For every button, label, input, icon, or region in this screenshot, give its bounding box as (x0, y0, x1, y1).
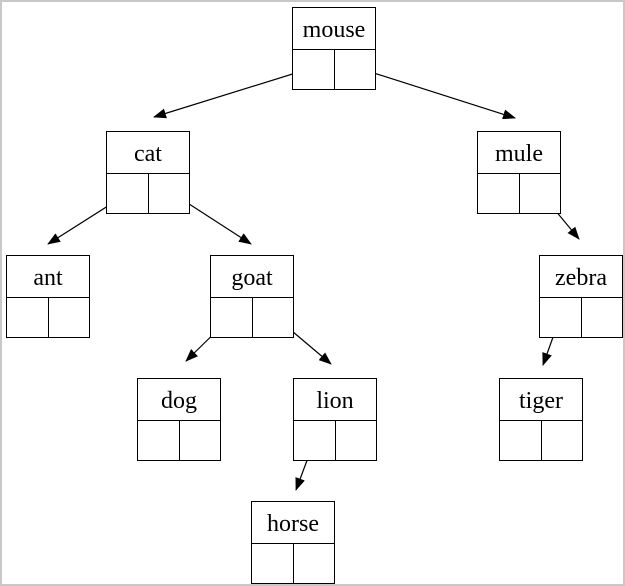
tree-node-horse: horse (251, 501, 335, 584)
node-label-tiger: tiger (500, 379, 582, 421)
tree-node-mule: mule (477, 131, 561, 214)
left-pointer-cell (252, 544, 294, 583)
right-pointer-cell (180, 421, 221, 460)
tree-node-tiger: tiger (499, 378, 583, 461)
node-label-cat: cat (107, 132, 189, 174)
node-label-ant: ant (7, 256, 89, 298)
left-pointer-cell (211, 298, 253, 337)
node-pointer-cells (7, 298, 89, 337)
left-pointer-cell (138, 421, 180, 460)
right-pointer-cell (253, 298, 294, 337)
node-label-dog: dog (138, 379, 220, 421)
left-pointer-cell (107, 174, 149, 213)
right-pointer-cell (336, 421, 377, 460)
node-pointer-cells (293, 50, 375, 89)
right-pointer-cell (542, 421, 583, 460)
edge-mouse-mule (354, 66, 516, 120)
left-pointer-cell (7, 298, 49, 337)
node-label-mule: mule (478, 132, 560, 174)
edge-mouse-cat (153, 66, 316, 119)
right-pointer-cell (520, 174, 561, 213)
right-pointer-cell (335, 50, 376, 89)
right-pointer-cell (49, 298, 90, 337)
right-pointer-cell (582, 298, 623, 337)
node-pointer-cells (211, 298, 293, 337)
left-pointer-cell (540, 298, 582, 337)
tree-node-cat: cat (106, 131, 190, 214)
node-label-goat: goat (211, 256, 293, 298)
left-pointer-cell (478, 174, 520, 213)
node-label-zebra: zebra (540, 256, 622, 298)
left-pointer-cell (293, 50, 335, 89)
tree-node-lion: lion (293, 378, 377, 461)
tree-node-mouse: mouse (292, 7, 376, 90)
node-pointer-cells (500, 421, 582, 460)
node-label-mouse: mouse (293, 8, 375, 50)
node-label-horse: horse (252, 502, 334, 544)
node-pointer-cells (294, 421, 376, 460)
node-pointer-cells (540, 298, 622, 337)
left-pointer-cell (500, 421, 542, 460)
node-pointer-cells (107, 174, 189, 213)
node-label-lion: lion (294, 379, 376, 421)
tree-node-goat: goat (210, 255, 294, 338)
tree-node-zebra: zebra (539, 255, 623, 338)
tree-node-dog: dog (137, 378, 221, 461)
tree-node-ant: ant (6, 255, 90, 338)
left-pointer-cell (294, 421, 336, 460)
right-pointer-cell (294, 544, 335, 583)
node-pointer-cells (138, 421, 220, 460)
right-pointer-cell (149, 174, 190, 213)
node-pointer-cells (252, 544, 334, 583)
node-pointer-cells (478, 174, 560, 213)
